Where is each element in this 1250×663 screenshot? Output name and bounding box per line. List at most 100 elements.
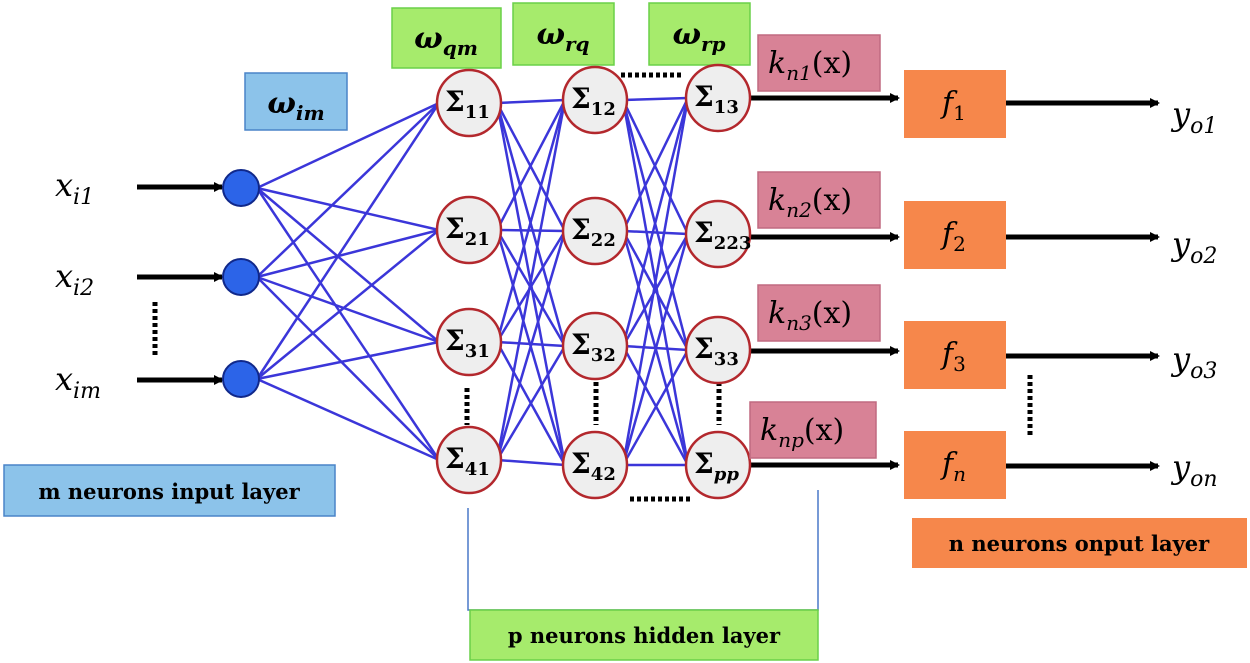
conn-hidden1-hidden2-4-2 <box>495 230 567 461</box>
weight-box-rp <box>648 2 751 66</box>
hidden-neuron-circle <box>435 307 503 377</box>
svg-text:ωqm: ωqm <box>414 21 478 60</box>
svg-text:ωim: ωim <box>267 86 324 125</box>
kernel-2-sub: n2 <box>786 198 812 222</box>
hidden-neuron-label: Σ42 <box>571 447 616 485</box>
hidden-layer-bracket <box>467 490 819 611</box>
output-layer-caption-box <box>912 518 1247 568</box>
weight-rp-sub: rp <box>701 32 726 56</box>
conn-hidden2-hidden3-4-2 <box>621 233 690 466</box>
conn-hidden2-hidden3-1-1 <box>622 96 689 102</box>
conn-hidden1-hidden2-3-1 <box>495 99 567 343</box>
hidden-neuron-index: 12 <box>591 99 616 120</box>
output-layer-caption: n neurons onput layer <box>912 518 1247 568</box>
hidden-neuron-index: 32 <box>591 345 616 366</box>
weight-rq-sub: rq <box>565 32 590 56</box>
output-f-2: f2 <box>904 201 1006 269</box>
input-layer-caption-text: m neurons input layer <box>38 479 300 504</box>
hidden-neuron-label: Σ12 <box>571 82 616 120</box>
weight-w-im: ωim <box>244 72 348 131</box>
hidden-neuron-label: Σ11 <box>445 85 490 123</box>
hidden-neuron-index: pp <box>714 464 740 485</box>
hidden-neuron-index: 223 <box>714 233 752 254</box>
weight-box-im <box>244 72 348 131</box>
sigma-symbol: Σ <box>445 212 465 245</box>
sigma-symbol: Σ <box>694 332 714 365</box>
hidden-neuron-index: 21 <box>465 229 490 250</box>
hidden-neuron-label: Σ32 <box>571 328 616 366</box>
output-layer-caption-text: n neurons onput layer <box>949 531 1210 556</box>
hidden-neuron-2-2: Σ22 <box>561 196 629 266</box>
svg-text:kn3(x): kn3(x) <box>768 296 852 335</box>
conn-hidden2-hidden3-2-1 <box>621 97 690 232</box>
sigma-symbol: Σ <box>445 442 465 475</box>
output-label-1: yo1 <box>1170 95 1217 139</box>
input-layer-caption-box <box>3 464 336 517</box>
output-arrows <box>1006 98 1160 471</box>
svg-text:ωrp: ωrp <box>672 17 725 56</box>
output-2-fsub: 2 <box>953 232 966 256</box>
sigma-symbol: Σ <box>445 85 465 118</box>
kernel-1-sub: n1 <box>786 61 812 85</box>
kernel-box-1 <box>757 34 881 92</box>
conn-input-hidden1-1-3 <box>256 187 440 343</box>
output-label-4: yon <box>1170 448 1218 492</box>
conn-hidden1-hidden2-4-1 <box>495 99 567 461</box>
hidden-layer-caption-box <box>469 609 819 661</box>
input-arrows <box>137 182 224 385</box>
kernel-1-arg: (x) <box>812 46 852 81</box>
conn-input-hidden1-3-1 <box>255 102 441 380</box>
sigma-symbol: Σ <box>694 80 714 113</box>
sigma-symbol: Σ <box>694 216 714 249</box>
output-3-y: y <box>1170 340 1191 378</box>
hidden-neuron-label: Σ33 <box>694 332 739 370</box>
weight-qm-base: ω <box>414 21 443 56</box>
output-f-3: f3 <box>904 321 1006 389</box>
hidden-neuron-index: 31 <box>465 341 490 362</box>
svg-text:kn2(x): kn2(x) <box>768 183 852 222</box>
output-1-fsub: 1 <box>953 101 966 125</box>
hidden-neuron-1-4: Σ41 <box>435 425 503 495</box>
hidden-neuron-index: 13 <box>714 97 739 118</box>
conn-hidden1-hidden2-2-2 <box>496 228 566 233</box>
kernel-1: kn1(x) <box>757 34 881 92</box>
kernel-4-k: k <box>760 413 778 448</box>
weight-w-rq: ωrq <box>512 2 615 66</box>
conn-input-hidden1-2-4 <box>256 276 440 461</box>
hidden-neuron-circle <box>684 63 752 133</box>
input-layer-caption: m neurons input layer <box>3 464 336 517</box>
conn-hidden2-hidden3-4-3 <box>621 349 690 466</box>
conn-input-hidden1-3-4 <box>256 377 440 462</box>
conn-input-hidden1-1-2 <box>256 186 440 232</box>
hidden-neuron-label: Σ21 <box>445 212 490 250</box>
hidden-layer-caption-text: p neurons hidden layer <box>508 623 781 648</box>
output-2-y: y <box>1170 225 1191 263</box>
hidden-neuron-index: 41 <box>465 459 490 480</box>
sigma-symbol: Σ <box>694 447 714 480</box>
input-neuron-2 <box>222 258 260 296</box>
kernel-4-sub: np <box>778 428 804 452</box>
output-labels: yo1 yo2 yo3 yon <box>1170 95 1218 492</box>
hidden-neuron-circle <box>561 311 629 381</box>
weight-w-rp: ωrp <box>648 2 751 66</box>
hidden-neuron-3-2: Σ223 <box>684 199 752 269</box>
kernel-3-sub: n3 <box>786 311 812 335</box>
input-label-3: xim <box>55 360 101 404</box>
kernel-boxes: kn1(x) kn2(x) kn3(x) knp(x) <box>749 34 881 459</box>
hidden-neuron-index: 42 <box>591 464 616 485</box>
hidden-neuron-2-3: Σ32 <box>561 311 629 381</box>
kernel-box-3 <box>757 284 881 342</box>
hidden-neuron-circle <box>684 430 752 500</box>
connection-lines <box>255 96 690 467</box>
input-3-sub: im <box>73 379 101 404</box>
conn-input-hidden1-2-2 <box>256 228 440 279</box>
kernel-3-k: k <box>768 296 786 331</box>
hidden-neuron-circle <box>561 196 629 266</box>
hidden-neuron-3-4: Σpp <box>684 430 752 500</box>
kernel-arrows <box>745 93 900 470</box>
weight-box-rq <box>512 2 615 66</box>
weight-rp-base: ω <box>672 17 701 52</box>
output-label-2: yo2 <box>1170 225 1217 269</box>
output-f-4: fn <box>904 431 1006 499</box>
